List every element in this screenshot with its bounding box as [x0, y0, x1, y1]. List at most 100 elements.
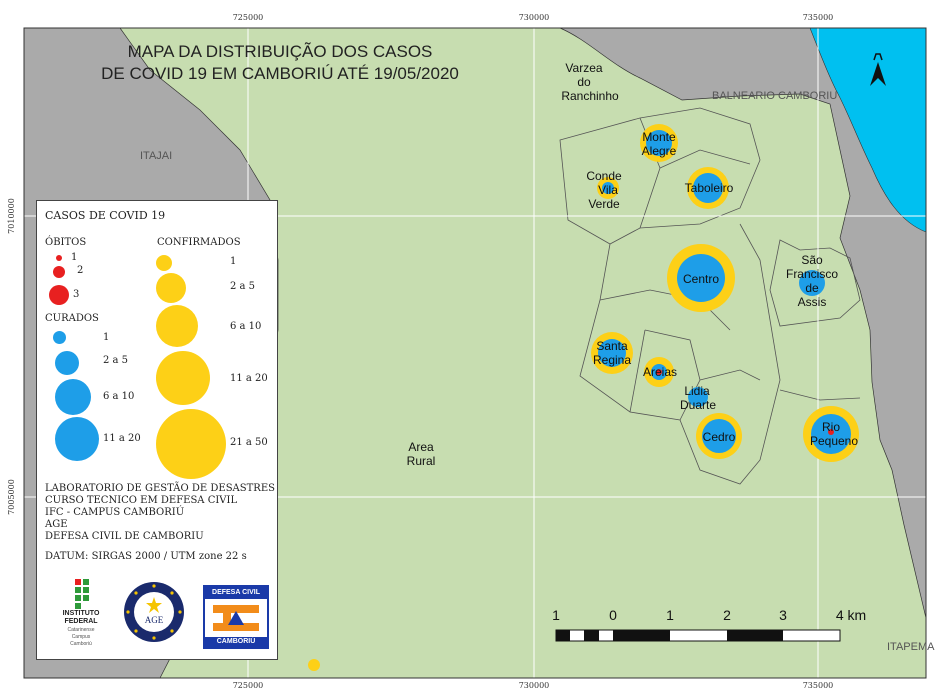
- svg-text:Ranchinho: Ranchinho: [561, 89, 619, 103]
- coord-top-735000: 735000: [803, 13, 834, 22]
- label-santa-regina: Santa Regina: [593, 339, 631, 367]
- legend-confirmados-label-3: 6 a 10: [230, 321, 262, 332]
- lidia-duarte-bubbles: [688, 387, 708, 407]
- legend-confirmados-dot-3: [156, 305, 198, 347]
- legend-confirmados-label-1: 1: [230, 256, 237, 267]
- taboleiro-bubbles: [687, 167, 729, 209]
- coord-top-730000: 730000: [519, 13, 550, 22]
- svg-text:de: de: [805, 281, 819, 295]
- legend-obitos-title: ÓBITOS: [45, 237, 87, 248]
- svg-text:São: São: [801, 253, 823, 267]
- svg-text:Monte: Monte: [642, 130, 676, 144]
- legend-curados-label-1: 1: [103, 332, 110, 343]
- svg-text:3: 3: [779, 607, 787, 623]
- coord-bottom-730000: 730000: [519, 681, 550, 690]
- svg-text:Area: Area: [408, 440, 434, 454]
- svg-text:Alegre: Alegre: [642, 144, 677, 158]
- legend-obitos-dot-1: [56, 255, 62, 261]
- legend-confirmados-label-5: 21 a 50: [230, 437, 268, 448]
- legend-curados-dot-2: [55, 351, 79, 375]
- svg-text:0: 0: [609, 607, 617, 623]
- legend-curados-dot-3: [55, 379, 91, 415]
- legend-confirmados-dot-5: [156, 409, 226, 479]
- credit-line-2: CURSO TECNICO EM DEFESA CIVIL: [45, 495, 238, 506]
- legend-curados-label-3: 6 a 10: [103, 391, 135, 402]
- coord-top-725000: 725000: [233, 13, 264, 22]
- credit-line-5: DEFESA CIVIL DE CAMBORIU: [45, 531, 204, 542]
- legend-title: CASOS DE COVID 19: [45, 209, 166, 222]
- coord-bottom-725000: 725000: [233, 681, 264, 690]
- label-centro: Centro: [683, 272, 719, 286]
- label-area-rural: Area Rural: [407, 440, 436, 468]
- credit-line-3: IFC - CAMPUS CAMBORIÚ: [45, 507, 185, 518]
- region-itapema: ITAPEMA: [887, 641, 935, 653]
- coord-left-7010000: 7010000: [7, 198, 16, 234]
- map-title-line1: MAPA DA DISTRIBUIÇÃO DOS CASOS: [128, 42, 433, 61]
- age-logo: AGE: [123, 581, 185, 643]
- rio-pequeno-bubbles: [803, 406, 859, 462]
- label-cedro: Cedro: [703, 430, 736, 444]
- map-title-line2: DE COVID 19 EM CAMBORIÚ ATÉ 19/05/2020: [101, 64, 459, 83]
- svg-text:Francisco: Francisco: [786, 267, 838, 281]
- svg-text:1: 1: [552, 607, 560, 623]
- label-taboleiro: Taboleiro: [685, 181, 734, 195]
- svg-text:Verde: Verde: [588, 197, 620, 211]
- svg-text:1: 1: [666, 607, 674, 623]
- monte-alegre-bubbles: [640, 124, 678, 162]
- label-varzea: Varzea do Ranchinho: [561, 61, 619, 103]
- areias-bubbles: [644, 357, 674, 387]
- santa-regina-bubbles: [591, 332, 633, 374]
- region-balneario: BALNEARIO CAMBORIU: [712, 90, 837, 102]
- legend-curados-dot-4: [55, 417, 99, 461]
- label-sao-francisco: São Francisco de Assis: [786, 253, 838, 309]
- datum-text: DATUM: SIRGAS 2000 / UTM zone 22 s: [45, 551, 247, 562]
- region-itajai: ITAJAI: [140, 150, 172, 162]
- coord-bottom-735000: 735000: [803, 681, 834, 690]
- map-frame: [23, 27, 927, 679]
- legend-curados-label-4: 11 a 20: [103, 433, 141, 444]
- conde-vila-verde-bubbles: [597, 177, 619, 199]
- sao-francisco-bubbles: [799, 270, 825, 296]
- svg-text:Rural: Rural: [407, 454, 436, 468]
- svg-text:Conde: Conde: [586, 169, 622, 183]
- svg-text:do: do: [577, 75, 591, 89]
- legend-obitos-label-2: 2: [77, 265, 84, 276]
- legend-confirmados-label-2: 2 a 5: [230, 281, 256, 292]
- north-arrow-icon: [870, 53, 886, 86]
- svg-text:4 km: 4 km: [836, 607, 866, 623]
- legend-confirmados-dot-2: [156, 273, 186, 303]
- legend-curados-label-2: 2 a 5: [103, 355, 129, 366]
- legend-panel: CASOS DE COVID 19 ÓBITOS 1 2 3 CURADOS 1…: [36, 200, 278, 660]
- rural-confirmed-bubble: [308, 659, 320, 671]
- scale-bar: 1 0 1 2 3 4 km: [552, 607, 866, 642]
- cedro-bubbles: [696, 413, 742, 459]
- legend-confirmados-label-4: 11 a 20: [230, 373, 268, 384]
- legend-curados-title: CURADOS: [45, 313, 99, 324]
- legend-obitos-label-1: 1: [71, 252, 78, 263]
- svg-text:Rio: Rio: [822, 420, 840, 434]
- label-lidia-duarte: Lidia Duarte: [680, 384, 716, 412]
- sea-area: [809, 27, 927, 233]
- legend-confirmados-dot-4: [156, 351, 210, 405]
- ifc-logo: INSTITUTO FEDERAL Catarinense Campus Cam…: [49, 577, 113, 653]
- legend-confirmados-dot-1: [156, 255, 172, 271]
- legend-obitos-dot-2: [53, 266, 65, 278]
- legend-confirmados-title: CONFIRMADOS: [157, 237, 241, 248]
- label-monte-alegre: Monte Alegre: [642, 130, 677, 158]
- credit-line-1: LABORATORIO DE GESTÃO DE DESASTRES: [45, 483, 275, 494]
- svg-text:Pequeno: Pequeno: [810, 434, 858, 448]
- label-rio-pequeno: Rio Pequeno: [810, 420, 858, 448]
- coord-left-7005000: 7005000: [7, 479, 16, 515]
- label-conde-vila-verde: Conde Vila Verde: [586, 169, 622, 211]
- svg-text:Regina: Regina: [593, 353, 631, 367]
- legend-obitos-dot-3: [49, 285, 69, 305]
- svg-text:Duarte: Duarte: [680, 398, 716, 412]
- svg-text:Vila: Vila: [598, 183, 618, 197]
- svg-text:Lidia: Lidia: [684, 384, 710, 398]
- label-areias: Areias: [643, 365, 677, 379]
- svg-text:Santa: Santa: [596, 339, 628, 353]
- centro-bubbles: [667, 244, 735, 312]
- svg-text:Varzea: Varzea: [565, 61, 602, 75]
- svg-text:Assis: Assis: [798, 295, 827, 309]
